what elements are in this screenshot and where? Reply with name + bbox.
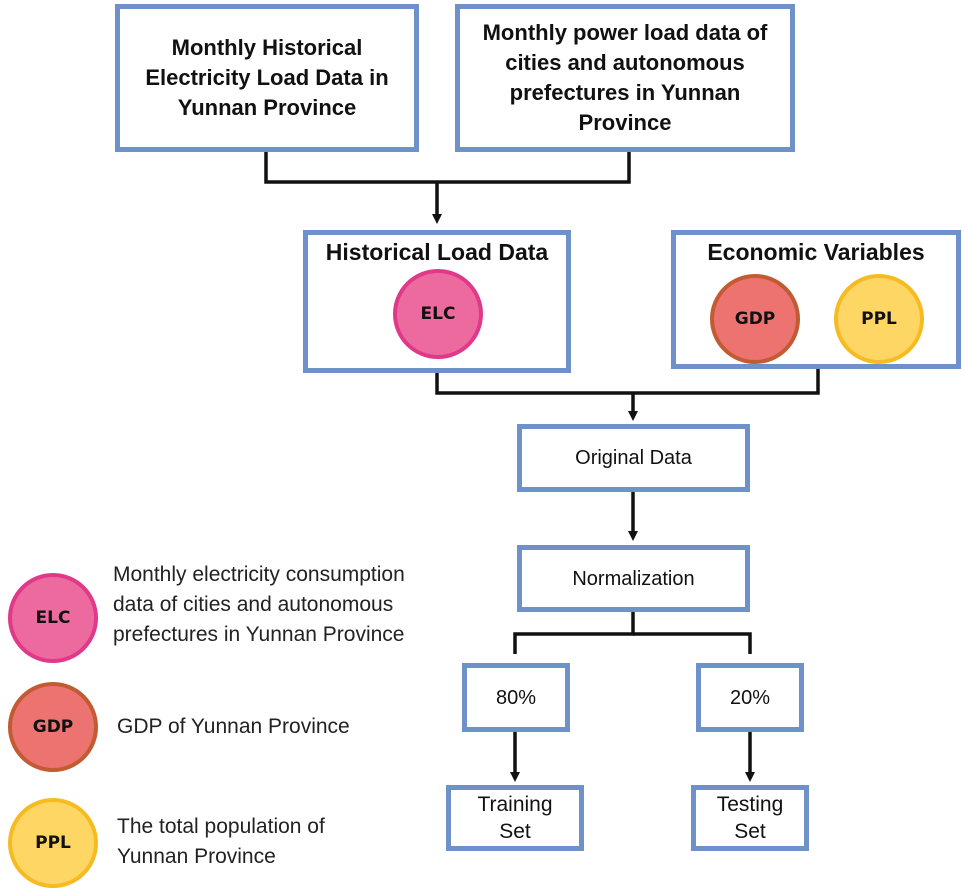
source-box-historical: Monthly Historical Electricity Load Data… — [115, 4, 419, 152]
connector-split-right — [633, 632, 752, 654]
train-percent-box: 80% — [462, 663, 570, 732]
test-percent-box: 20% — [696, 663, 804, 732]
training-set-line2: Set — [499, 820, 531, 843]
source-box-cities: Monthly power load data of cities and au… — [455, 4, 795, 152]
gdp-badge: GDP — [710, 274, 800, 364]
legend-gdp-label: GDP — [32, 717, 74, 737]
testing-set-line2: Set — [734, 820, 766, 843]
legend-ppl-badge: PPL — [8, 798, 98, 888]
legend-gdp-badge: GDP — [8, 682, 98, 772]
normalization-box: Normalization — [517, 545, 750, 612]
original-data-label: Original Data — [575, 447, 692, 469]
connector-split — [513, 610, 635, 654]
elc-badge: ELC — [393, 269, 483, 359]
economic-variables-title: Economic Variables — [707, 239, 925, 265]
legend-ppl-label: PPL — [35, 833, 71, 853]
elc-badge-label: ELC — [420, 304, 456, 324]
gdp-badge-label: GDP — [734, 309, 776, 329]
testing-set-line1: Testing — [716, 793, 784, 816]
legend-elc-description: Monthly electricity consumption data of … — [113, 563, 405, 646]
normalization-label: Normalization — [572, 567, 695, 590]
historical-load-box: Historical Load Data — [303, 230, 571, 373]
connector-group-merge — [435, 367, 820, 395]
source-historical-label: Monthly Historical Electricity Load Data… — [145, 35, 389, 120]
source-cities-label: Monthly power load data of cities and au… — [482, 20, 768, 135]
training-set-line1: Training — [477, 793, 553, 816]
testing-set-box: Testing Set — [691, 785, 809, 851]
legend-gdp-description: GDP of Yunnan Province — [117, 715, 350, 738]
original-data-box: Original Data — [517, 424, 750, 492]
legend-ppl-description: The total population of Yunnan Province — [117, 815, 325, 868]
train-percent-label: 80% — [495, 686, 537, 709]
legend-elc-badge: ELC — [8, 573, 98, 663]
historical-load-title: Historical Load Data — [325, 239, 549, 265]
legend-elc-label: ELC — [35, 608, 71, 628]
training-set-box: Training Set — [446, 785, 584, 851]
ppl-badge-label: PPL — [861, 309, 897, 329]
ppl-badge: PPL — [834, 274, 924, 364]
test-percent-label: 20% — [729, 686, 771, 709]
connector-source-merge — [264, 150, 631, 184]
